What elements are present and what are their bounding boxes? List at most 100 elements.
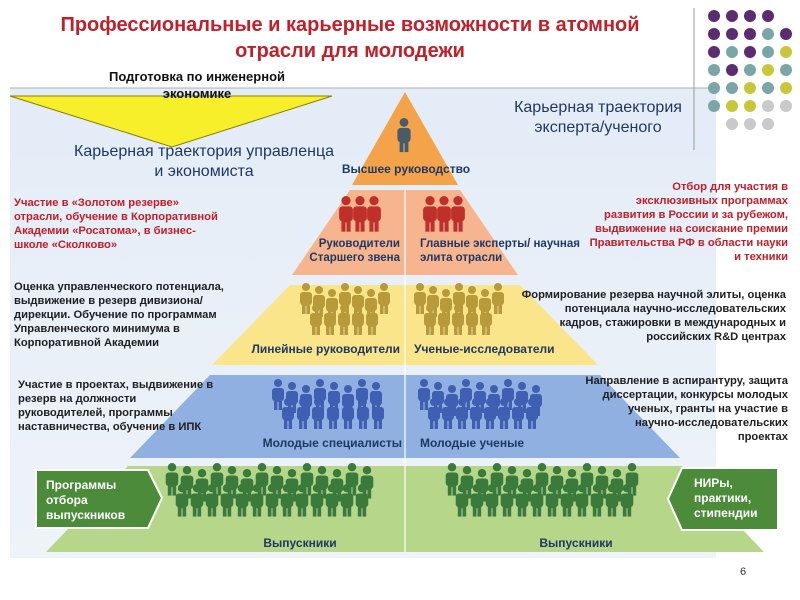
person-figure-young: [502, 379, 514, 410]
person-figure-graduate: [590, 484, 604, 517]
person-figure-graduate: [625, 463, 639, 496]
person-figure-graduate: [295, 484, 309, 517]
decorative-dot: [708, 46, 720, 58]
box-right-text: НИРы, практики, стипендии: [694, 476, 758, 520]
box-left-text: Программы отбора выпускников: [46, 478, 126, 522]
person-figure-line: [378, 283, 390, 314]
decorative-dot: [726, 64, 738, 76]
person-figure-young: [428, 398, 440, 429]
decorative-dot: [780, 28, 792, 40]
person-figure-young: [342, 398, 354, 429]
decorative-dot: [708, 10, 720, 22]
person-figure-graduate: [255, 463, 269, 496]
decorative-dot: [744, 64, 756, 76]
person-figure-graduate: [605, 484, 619, 517]
person-figure-senior: [423, 196, 437, 232]
decorative-dot: [762, 100, 774, 112]
tier-label-top: Высшее руководство: [341, 162, 471, 176]
decorative-dot: [762, 118, 774, 130]
decorative-dot: [744, 82, 756, 94]
tier-label-grad-right: Выпускники: [539, 536, 613, 550]
person-figure-line: [452, 304, 464, 335]
person-figure-senior: [339, 196, 353, 232]
decorative-dot: [744, 100, 756, 112]
person-figure-graduate: [325, 484, 339, 517]
decorative-dot: [780, 100, 792, 112]
person-figure-young: [460, 379, 472, 410]
people-figures: [165, 118, 639, 517]
right-box-shape: [666, 467, 779, 531]
person-figure-line: [324, 304, 336, 335]
person-figure-graduate: [165, 463, 179, 496]
person-figure-graduate: [500, 484, 514, 517]
banner-label: Подготовка по инженерной экономике: [108, 69, 286, 101]
decorative-dot: [744, 118, 756, 130]
person-figure-graduate: [455, 484, 469, 517]
person-figure-graduate: [355, 484, 369, 517]
person-figure-line: [414, 283, 426, 314]
person-figure-line: [438, 304, 450, 335]
decorative-dot: [744, 10, 756, 22]
person-figure-young: [442, 398, 454, 429]
note-left-1: Участие в «Золотом резерве» отрасли, обу…: [14, 197, 218, 251]
tier-label-line-left: Линейные руководители: [251, 342, 400, 356]
decorative-dot: [726, 118, 738, 130]
person-figure-graduate: [345, 463, 359, 496]
person-figure-graduate: [340, 484, 354, 517]
person-figure-graduate: [515, 484, 529, 517]
person-figure-graduate: [235, 484, 249, 517]
person-figure-line: [310, 304, 322, 335]
person-figure-young: [357, 398, 369, 429]
person-figure-graduate: [530, 484, 544, 517]
person-figure-senior: [367, 196, 381, 232]
page-number: 6: [740, 566, 747, 578]
tier-label-senior-left: Руководители Старшего звена: [309, 238, 400, 264]
decorative-dot: [708, 64, 720, 76]
tier-label-young-right: Молодые ученые: [420, 436, 525, 450]
note-left-3: Участие в проектах, выдвижение в резерв …: [18, 379, 214, 433]
decorative-dot: [780, 82, 792, 94]
person-figure-graduate: [575, 484, 589, 517]
person-figure-graduate: [485, 484, 499, 517]
person-figure-graduate: [490, 463, 504, 496]
decorative-dot: [744, 46, 756, 58]
person-figure-graduate: [190, 484, 204, 517]
note-right-2: Формирование резерва научной элиты, оцен…: [521, 289, 786, 343]
decorative-dot: [762, 82, 774, 94]
note-left-2: Оценка управленческого потенциала, выдви…: [14, 281, 224, 349]
person-figure-graduate: [220, 484, 234, 517]
person-figure-young: [282, 398, 294, 429]
person-figure-graduate: [445, 463, 459, 496]
person-figure-line: [366, 304, 378, 335]
decorative-dot: [726, 10, 738, 22]
person-figure-young: [498, 398, 510, 429]
person-figure-senior: [437, 196, 451, 232]
person-figure-graduate: [535, 463, 549, 496]
person-figure-graduate: [545, 484, 559, 517]
decorative-dot: [726, 82, 738, 94]
person-figure-line: [492, 283, 504, 314]
person-figure-graduate: [620, 484, 634, 517]
decorative-dot: [762, 46, 774, 58]
decorative-dot: [708, 82, 720, 94]
person-figure-graduate: [470, 484, 484, 517]
person-figure-graduate: [205, 484, 219, 517]
person-figure-graduate: [280, 484, 294, 517]
person-figure-graduate: [580, 463, 594, 496]
decorative-dot: [762, 10, 774, 22]
person-figure-graduate: [595, 466, 609, 499]
person-figure-line: [338, 304, 350, 335]
tier-label-grad-left: Выпускники: [263, 536, 337, 550]
person-figure-senior: [451, 196, 465, 232]
decorative-dot: [726, 46, 738, 58]
person-figure-young: [327, 398, 339, 429]
person-figure-line: [466, 304, 478, 335]
person-figure-young: [372, 398, 384, 429]
person-figure-young: [484, 398, 496, 429]
person-figure-graduate: [250, 484, 264, 517]
person-figure-graduate: [175, 484, 189, 517]
person-figure-young: [297, 398, 309, 429]
decorative-dot: [708, 28, 720, 40]
decorative-dot: [780, 64, 792, 76]
